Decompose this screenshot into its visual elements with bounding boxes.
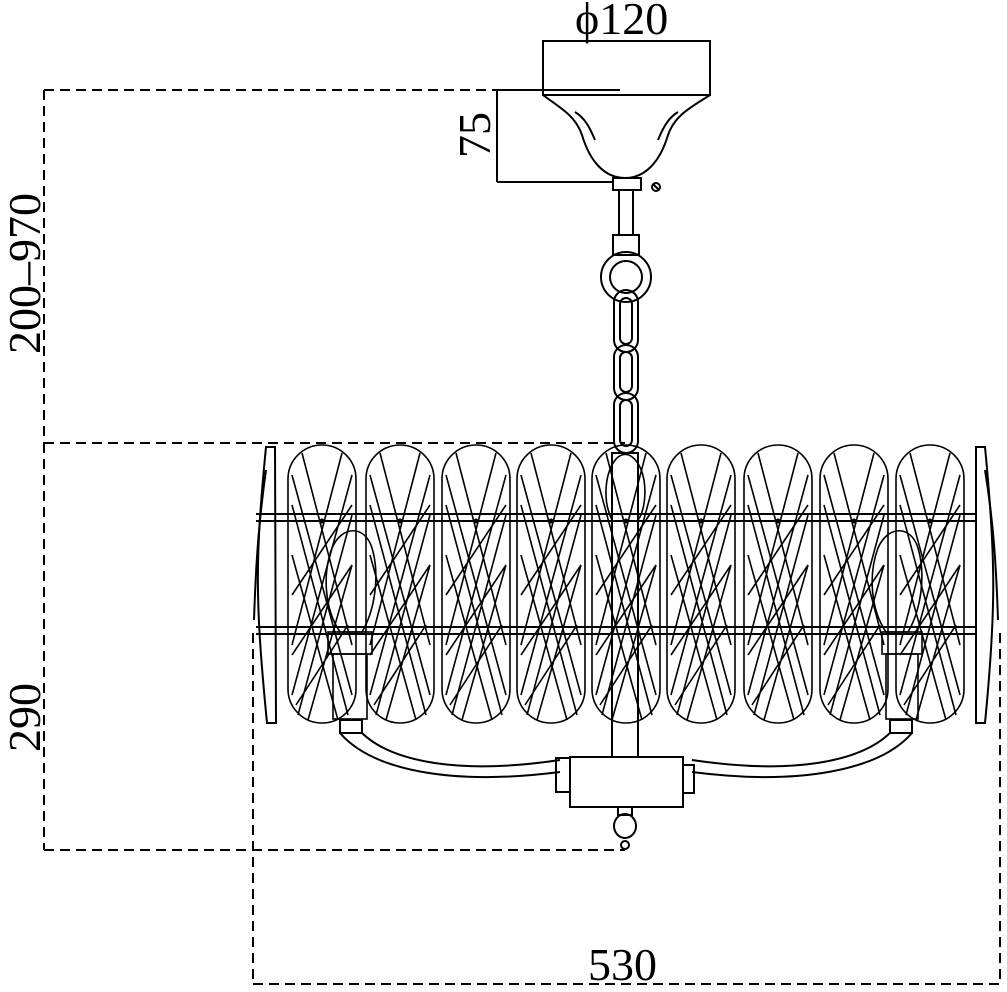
ceiling-canopy	[542, 40, 711, 192]
body-height-label: 290	[0, 683, 50, 752]
dimension-lines	[496, 40, 711, 183]
suspension-range-label: 200–970	[0, 193, 50, 354]
dashed-dimension-lines	[43, 89, 1001, 985]
overall-width-label: 530	[588, 939, 657, 990]
shade-end-caps	[253, 446, 999, 724]
canopy-diameter-label: ϕ120	[575, 0, 668, 44]
canopy-height-label: 75	[449, 112, 500, 158]
rail-screws	[319, 518, 933, 524]
crystal-panels	[287, 444, 965, 724]
suspension-chain	[600, 189, 652, 454]
support-rails	[256, 513, 975, 635]
frame-arms	[339, 452, 913, 850]
